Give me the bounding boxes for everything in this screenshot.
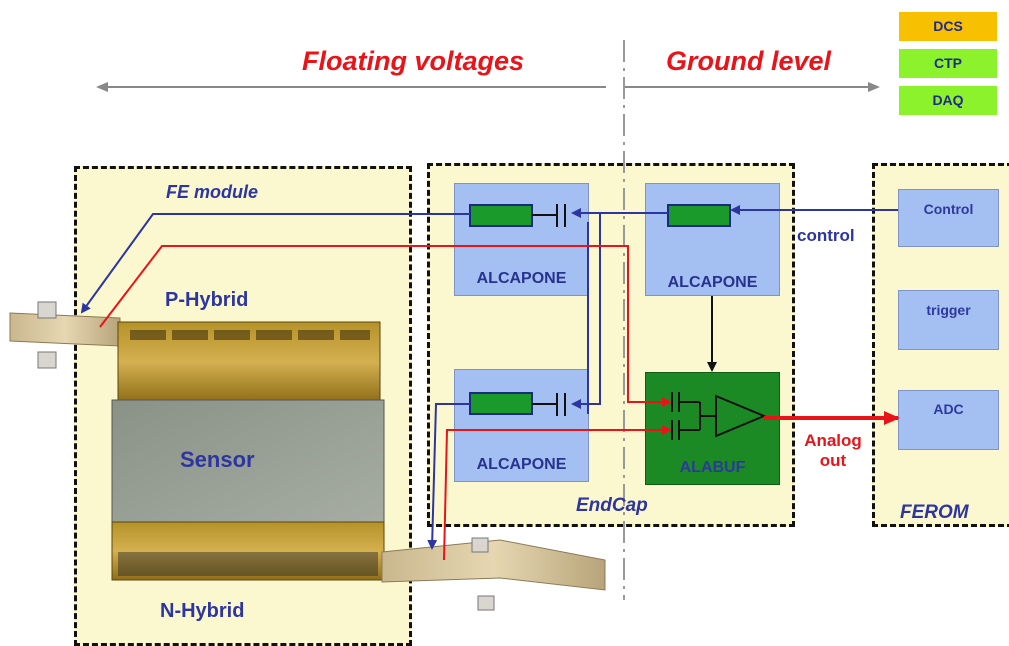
ground-level-heading: Ground level [666,46,832,76]
trigger-block-label: trigger [926,302,971,318]
ferom-label: FEROM [900,502,969,523]
adc-block: ADC [898,390,999,450]
adc-block-label: ADC [933,401,964,417]
analog-out-label: Analog out [797,431,869,471]
n-hybrid-label: N-Hybrid [160,600,245,622]
alcapone-top-left-label: ALCAPONE [476,270,567,287]
amplifier-icon [715,394,767,438]
sensor-label: Sensor [180,447,255,472]
floating-voltages-heading: Floating voltages [302,46,525,76]
control-line-to-bottom [571,213,601,409]
alabuf-input-capacitors [671,392,716,440]
p-hybrid-analog-line [99,245,672,407]
alcapone-top-left-capacitor [532,204,566,227]
alcapone-top-right-block: ALCAPONE [645,183,780,296]
alcapone-top-right-resistor [667,204,731,227]
daq-tag: DAQ [899,86,997,115]
alcapone-bottom-capacitor [532,393,566,416]
alabuf-label: ALABUF [679,459,746,476]
alcapone-top-left-block: ALCAPONE [454,183,589,296]
control-line-to-fe-module [80,213,470,314]
p-hybrid-label: P-Hybrid [165,289,249,311]
endcap-label: EndCap [576,495,648,516]
control-signal-label: control [797,226,855,245]
analog-out-line2: out [819,451,847,470]
alcapone-top-right-label: ALCAPONE [667,274,758,291]
dcs-tag: DCS [899,12,997,41]
fe-module-label: FE module [166,182,259,202]
control-block-label: Control [923,201,974,217]
analog-out-line1: Analog [804,431,862,450]
control-block: Control [898,189,999,247]
trigger-block: trigger [898,290,999,350]
control-line-to-n-hybrid [427,403,470,550]
ctp-tag: CTP [899,49,997,78]
alcapone-bottom-label: ALCAPONE [476,456,567,473]
n-hybrid-analog-line [443,425,672,561]
alcapone-bottom-resistor [469,392,533,415]
alcapone-bottom-block: ALCAPONE [454,369,589,482]
alcapone-top-left-resistor [469,204,533,227]
